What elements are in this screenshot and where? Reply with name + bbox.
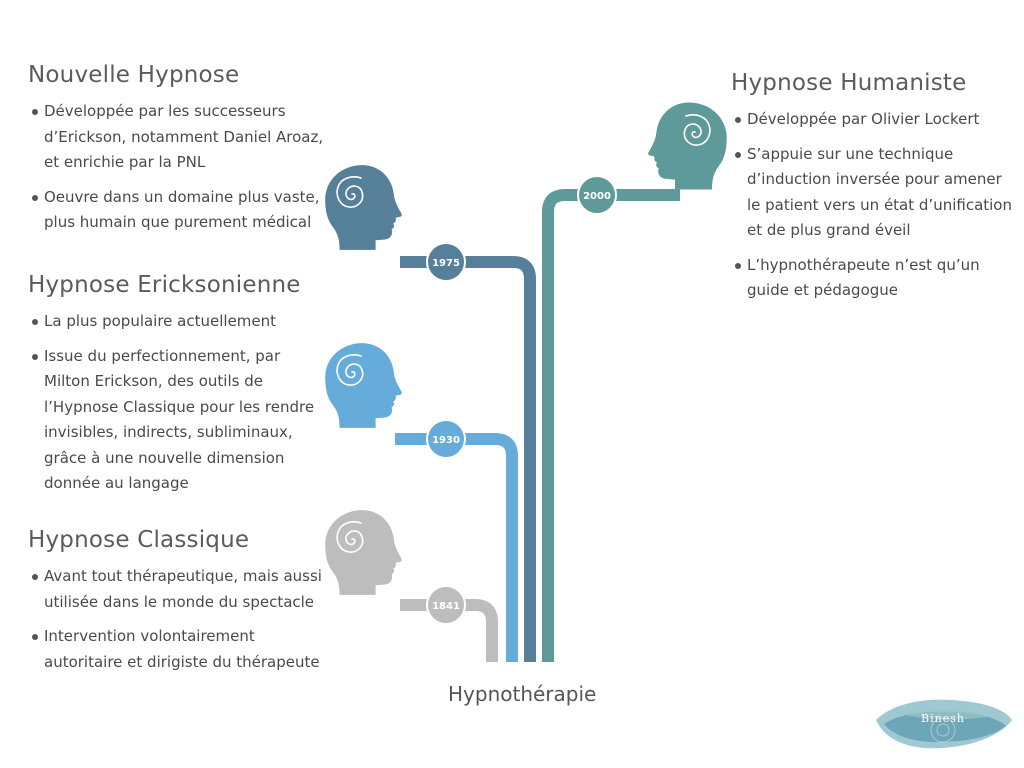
head-icon-ericksonienne xyxy=(325,343,402,428)
root-label: Hypnothérapie xyxy=(448,682,597,706)
year-marker-ericksonienne: 1930 xyxy=(426,419,466,459)
section-title-classique: Hypnose Classique xyxy=(28,527,250,553)
head-icon-humaniste xyxy=(648,102,727,190)
head-icon-classique xyxy=(325,510,402,595)
bullet-list-nouvelle: Développée par les successeurs d’Erickso… xyxy=(28,99,328,236)
year-marker-humaniste: 2000 xyxy=(577,175,617,215)
year-label-nouvelle: 1975 xyxy=(432,258,460,269)
section-nouvelle-hypnose: Nouvelle Hypnose Développée par les succ… xyxy=(28,62,328,245)
bullet-item: Oeuvre dans un domaine plus vaste, plus … xyxy=(28,185,328,236)
year-label-ericksonienne: 1930 xyxy=(432,435,460,446)
section-hypnose-classique: Hypnose Classique Avant tout thérapeutiq… xyxy=(28,527,328,684)
binesh-logo: Binesh xyxy=(872,690,1014,756)
connector-nouvelle xyxy=(400,256,536,662)
section-title-humaniste: Hypnose Humaniste xyxy=(731,70,967,96)
bullet-item: La plus populaire actuellement xyxy=(28,309,328,335)
section-hypnose-ericksonienne: Hypnose Ericksonienne La plus populaire … xyxy=(28,272,328,506)
bullet-item: Intervention volontairement autoritaire … xyxy=(28,624,328,675)
section-title-ericksonienne: Hypnose Ericksonienne xyxy=(28,272,301,298)
bullet-item: Développée par Olivier Lockert xyxy=(731,107,1016,133)
connector-ericksonienne xyxy=(395,433,518,662)
bullet-list-classique: Avant tout thérapeutique, mais aussi uti… xyxy=(28,564,328,675)
year-label-classique: 1841 xyxy=(432,601,460,612)
bullet-list-ericksonienne: La plus populaire actuellement Issue du … xyxy=(28,309,328,497)
section-title-nouvelle: Nouvelle Hypnose xyxy=(28,62,240,88)
connector-humaniste xyxy=(542,189,680,662)
section-hypnose-humaniste: Hypnose Humaniste Développée par Olivier… xyxy=(731,70,1016,313)
logo-brush-icon xyxy=(876,699,1012,749)
year-marker-nouvelle: 1975 xyxy=(426,242,466,282)
bullet-item: Issue du perfectionnement, par Milton Er… xyxy=(28,344,328,497)
head-icon-nouvelle xyxy=(325,165,402,250)
bullet-item: Avant tout thérapeutique, mais aussi uti… xyxy=(28,564,328,615)
bullet-list-humaniste: Développée par Olivier Lockert S’appuie … xyxy=(731,107,1016,304)
year-marker-classique: 1841 xyxy=(426,585,466,625)
year-label-humaniste: 2000 xyxy=(583,191,611,202)
bullet-item: S’appuie sur une technique d’induction i… xyxy=(731,142,1016,244)
bullet-item: L’hypnothérapeute n’est qu’un guide et p… xyxy=(731,253,1016,304)
connector-classique xyxy=(400,599,498,662)
bullet-item: Développée par les successeurs d’Erickso… xyxy=(28,99,328,176)
logo-text: Binesh xyxy=(921,712,965,725)
